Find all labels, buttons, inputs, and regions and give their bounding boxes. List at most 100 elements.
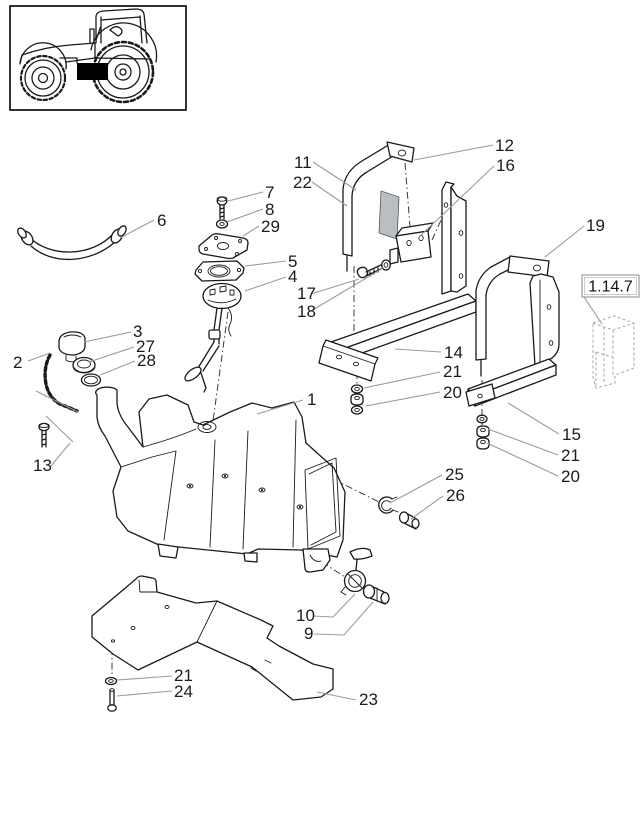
callout-18-11[interactable]: 18 xyxy=(297,302,316,321)
bolt-7 xyxy=(216,196,228,220)
callout-21-18[interactable]: 21 xyxy=(443,362,462,381)
callout-28-15[interactable]: 28 xyxy=(137,351,156,370)
support-bracket-rear xyxy=(465,273,560,407)
leader-line-20-24 xyxy=(486,442,559,477)
callout-10-27[interactable]: 10 xyxy=(296,606,315,625)
leader-line-2-16 xyxy=(27,352,51,362)
callout-4-9[interactable]: 4 xyxy=(288,267,297,286)
callout-23-31[interactable]: 23 xyxy=(359,690,378,709)
leader-line-13-21 xyxy=(50,442,71,467)
cap-seal xyxy=(80,373,102,387)
ref-cube-icon xyxy=(592,315,635,389)
wear-pad xyxy=(378,190,400,240)
leader-line-22-3 xyxy=(311,181,348,207)
fuel-tank xyxy=(95,386,346,573)
valve-keeper xyxy=(302,548,331,573)
callout-9-28[interactable]: 9 xyxy=(304,624,313,643)
ref-box-label[interactable]: 1.14.7 xyxy=(588,279,633,296)
callout-21-23[interactable]: 21 xyxy=(561,446,580,465)
leader-line-9-28 xyxy=(313,601,374,636)
callout-13-21[interactable]: 13 xyxy=(33,456,52,475)
tank-strap-rear xyxy=(475,255,550,377)
cap-ring xyxy=(72,356,96,374)
leader-line-6-7 xyxy=(119,219,155,239)
callout-20-24[interactable]: 20 xyxy=(561,467,580,486)
mounting-washers-rear xyxy=(476,414,490,450)
tractor-thumbnail[interactable] xyxy=(9,5,187,111)
leader-line-29-6 xyxy=(242,225,260,237)
clamp-bracket xyxy=(389,222,434,265)
callout-5-8[interactable]: 5 xyxy=(288,252,297,271)
extra-leader-lines xyxy=(35,390,79,443)
leader-line-21-29 xyxy=(116,675,173,681)
callout-12-0[interactable]: 12 xyxy=(495,136,514,155)
leader-line-28-15 xyxy=(99,360,136,376)
tank-strap-front xyxy=(342,141,415,272)
callout-8-5[interactable]: 8 xyxy=(265,200,274,219)
guard-plate xyxy=(91,575,334,701)
leader-line-16-1 xyxy=(417,165,495,239)
callout-15-22[interactable]: 15 xyxy=(562,425,581,444)
leader-line-14-17 xyxy=(394,348,442,353)
callout-2-16[interactable]: 2 xyxy=(13,353,22,372)
callout-19-12[interactable]: 19 xyxy=(586,216,605,235)
drain-valve xyxy=(340,547,373,596)
callout-20-19[interactable]: 20 xyxy=(443,383,462,402)
leader-line-5-8 xyxy=(244,260,287,267)
leader-line-1-20 xyxy=(256,399,304,415)
leader-line-25-25 xyxy=(389,474,443,504)
callout-7-4[interactable]: 7 xyxy=(265,183,274,202)
callout-16-1[interactable]: 16 xyxy=(496,156,515,175)
guard-washer-21 xyxy=(104,676,118,686)
leader-line-12-0 xyxy=(413,144,494,161)
cover-plate-29 xyxy=(198,233,249,260)
leader-line-21-18 xyxy=(363,371,441,389)
leader-line-10-27 xyxy=(312,593,356,618)
redaction-box xyxy=(77,63,108,80)
ref-box[interactable]: 1.14.7 xyxy=(581,274,640,298)
callout-29-6[interactable]: 29 xyxy=(261,217,280,236)
leader-line-3-13 xyxy=(83,331,132,343)
leader-line-11-2 xyxy=(312,161,357,191)
callout-24-30[interactable]: 24 xyxy=(174,682,193,701)
callout-6-7[interactable]: 6 xyxy=(157,211,166,230)
callout-11-2[interactable]: 11 xyxy=(294,153,312,172)
cap-chain xyxy=(43,353,79,413)
leader-line-26-26 xyxy=(410,495,444,520)
leader-line-23-31 xyxy=(316,691,357,701)
callout-14-17[interactable]: 14 xyxy=(444,343,463,362)
leader-line-7-4 xyxy=(227,191,264,202)
mounting-washers-front xyxy=(350,384,364,415)
leader-line-17-10 xyxy=(310,278,360,295)
callout-26-26[interactable]: 26 xyxy=(446,486,465,505)
leader-line-27-14 xyxy=(88,346,135,363)
bolt-13 xyxy=(38,422,50,448)
leader-line-15-22 xyxy=(507,402,560,435)
callouts-layer: 1216112278296541718193272821421201131521… xyxy=(13,136,605,709)
callout-22-3[interactable]: 22 xyxy=(293,173,312,192)
valve-fitting xyxy=(362,584,390,605)
callout-17-10[interactable]: 17 xyxy=(297,284,316,303)
leader-line-20-19 xyxy=(365,391,441,407)
callout-25-25[interactable]: 25 xyxy=(445,465,464,484)
hose-clamp xyxy=(378,496,399,514)
leader-line-24-30 xyxy=(116,690,173,697)
plug xyxy=(398,511,420,530)
leader-line-21-23 xyxy=(487,428,559,456)
support-bracket-front xyxy=(318,181,477,382)
callout-27-14[interactable]: 27 xyxy=(136,337,155,356)
bolt-and-washer-17-18 xyxy=(356,259,391,279)
flange-gasket-5 xyxy=(194,260,245,282)
callout-21-29[interactable]: 21 xyxy=(174,666,193,685)
callout-1-20[interactable]: 1 xyxy=(307,390,316,409)
fuel-hose xyxy=(17,225,127,261)
guard-bolt-24 xyxy=(107,688,117,712)
fuel-sender-4 xyxy=(184,282,242,393)
leader-line-18-11 xyxy=(310,267,384,312)
leader-line-8-5 xyxy=(226,208,264,223)
washer-8 xyxy=(215,219,229,229)
ref-box-leader xyxy=(583,296,603,325)
callout-3-13[interactable]: 3 xyxy=(133,322,142,341)
leader-line-19-12 xyxy=(544,225,585,258)
